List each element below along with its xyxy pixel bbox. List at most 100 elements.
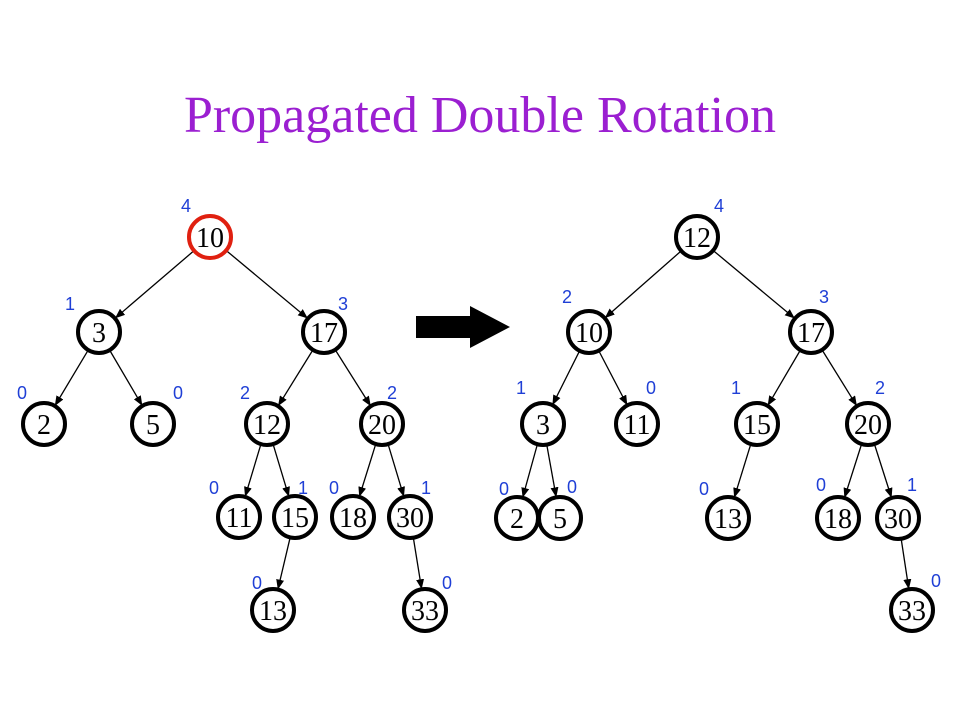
after-balance-label: 1 xyxy=(516,378,526,398)
before-node-circle xyxy=(272,494,318,540)
after-node-2: 20 xyxy=(494,479,540,541)
before-node-3: 31 xyxy=(65,294,122,355)
before-node-key: 11 xyxy=(226,503,253,534)
before-node-circle xyxy=(402,587,448,633)
after-edge-a10-a3 xyxy=(552,350,581,406)
after-balance-label: 0 xyxy=(816,475,826,495)
after-node-key: 11 xyxy=(624,410,651,441)
after-node-circle xyxy=(520,401,566,447)
after-node-30: 301 xyxy=(875,475,921,541)
before-balance-label: 1 xyxy=(65,294,75,314)
after-edge-a3-a2 xyxy=(521,444,539,498)
after-edge-a30-a33 xyxy=(900,538,912,590)
before-node-circle xyxy=(76,309,122,355)
before-balance-label: 2 xyxy=(387,383,397,403)
after-balance-label: 1 xyxy=(731,378,741,398)
after-edge-a12-a17 xyxy=(712,249,795,319)
before-edge-b20-b30 xyxy=(387,443,405,497)
after-edge-a3-a5 xyxy=(546,444,559,498)
before-balance-label: 0 xyxy=(329,478,339,498)
after-node-5: 50 xyxy=(537,477,583,541)
before-node-20: 202 xyxy=(359,383,405,447)
after-node-circle xyxy=(845,401,891,447)
after-node-circle xyxy=(875,495,921,541)
after-node-circle xyxy=(674,214,720,260)
transform-arrow-icon xyxy=(416,306,510,348)
after-node-key: 18 xyxy=(824,504,852,535)
before-balance-label: 0 xyxy=(442,573,452,593)
after-node-key: 15 xyxy=(743,410,771,441)
before-node-17: 173 xyxy=(301,294,348,355)
after-node-key: 10 xyxy=(575,318,603,349)
after-edge-a10-a11 xyxy=(598,350,628,406)
before-node-5: 50 xyxy=(130,383,183,447)
before-node-circle xyxy=(387,494,433,540)
after-node-circle xyxy=(815,495,861,541)
after-node-20: 20 2 xyxy=(845,378,891,447)
before-balance-label: 1 xyxy=(298,478,308,498)
before-balance-label: 0 xyxy=(209,478,219,498)
after-balance-label: 0 xyxy=(931,571,941,591)
after-edge-a20-a30 xyxy=(873,443,893,498)
before-node-key: 5 xyxy=(146,410,160,441)
after-node-3: 31 xyxy=(516,378,566,447)
after-node-key: 13 xyxy=(714,504,742,535)
after-node-circle xyxy=(614,401,660,447)
before-balance-label: 4 xyxy=(181,196,191,216)
before-edge-b20-b18 xyxy=(358,443,377,497)
after-balance-label: 2 xyxy=(875,378,885,398)
after-node-circle xyxy=(537,495,583,541)
before-node-30: 301 xyxy=(387,478,433,540)
after-edge-a12-a10 xyxy=(604,250,682,319)
before-node-2: 20 xyxy=(17,383,67,447)
after-node-key: 17 xyxy=(797,318,825,349)
after-balance-label: 0 xyxy=(567,477,577,497)
after-node-key: 5 xyxy=(553,504,567,535)
before-edge-b3-b2 xyxy=(54,349,89,406)
after-edge-a20-a18 xyxy=(843,443,863,498)
after-node-15: 151 xyxy=(731,378,780,447)
before-node-key: 2 xyxy=(37,410,51,441)
before-node-key: 10 xyxy=(196,223,224,254)
after-node-10: 102 xyxy=(562,287,612,355)
before-edge-b12-b15 xyxy=(272,443,290,497)
before-node-key: 12 xyxy=(253,410,281,441)
before-node-key: 15 xyxy=(281,503,309,534)
after-balance-label: 0 xyxy=(646,378,656,398)
after-edge-a17-a15 xyxy=(767,349,801,406)
slide-title: Propagated Double Rotation xyxy=(183,87,777,144)
before-node-13: 130 xyxy=(250,573,296,633)
after-node-key: 3 xyxy=(536,410,550,441)
after-node-key: 12 xyxy=(683,223,711,254)
after-balance-label: 4 xyxy=(714,196,724,216)
after-node-13: 130 xyxy=(699,479,751,541)
before-node-circle xyxy=(130,401,176,447)
after-node-circle xyxy=(705,495,751,541)
before-node-circle xyxy=(250,587,296,633)
before-node-12: 122 xyxy=(240,383,290,447)
before-node-15: 151 xyxy=(272,478,318,540)
before-node-key: 18 xyxy=(339,503,367,534)
after-node-11: 11 0 xyxy=(614,378,660,447)
before-balance-label: 0 xyxy=(173,383,183,403)
before-node-18: 180 xyxy=(329,478,376,540)
before-node-circle xyxy=(244,401,290,447)
before-node-key: 17 xyxy=(310,318,338,349)
before-edge-b10-b3 xyxy=(114,250,195,319)
before-balance-label: 0 xyxy=(17,383,27,403)
after-node-key: 20 xyxy=(854,410,882,441)
before-node-11: 11 0 xyxy=(209,478,262,540)
before-node-33: 330 xyxy=(402,573,452,633)
after-edge-a15-a13 xyxy=(733,443,752,498)
before-node-key: 3 xyxy=(92,318,106,349)
before-node-circle xyxy=(216,494,262,540)
before-balance-label: 1 xyxy=(421,478,431,498)
before-node-circle xyxy=(21,401,67,447)
before-node-circle xyxy=(187,214,233,260)
before-edge-b17-b12 xyxy=(278,349,314,407)
before-edge-b15-b13 xyxy=(276,537,291,590)
before-node-key: 20 xyxy=(368,410,396,441)
before-node-key: 33 xyxy=(411,596,439,627)
before-node-key: 13 xyxy=(259,596,287,627)
